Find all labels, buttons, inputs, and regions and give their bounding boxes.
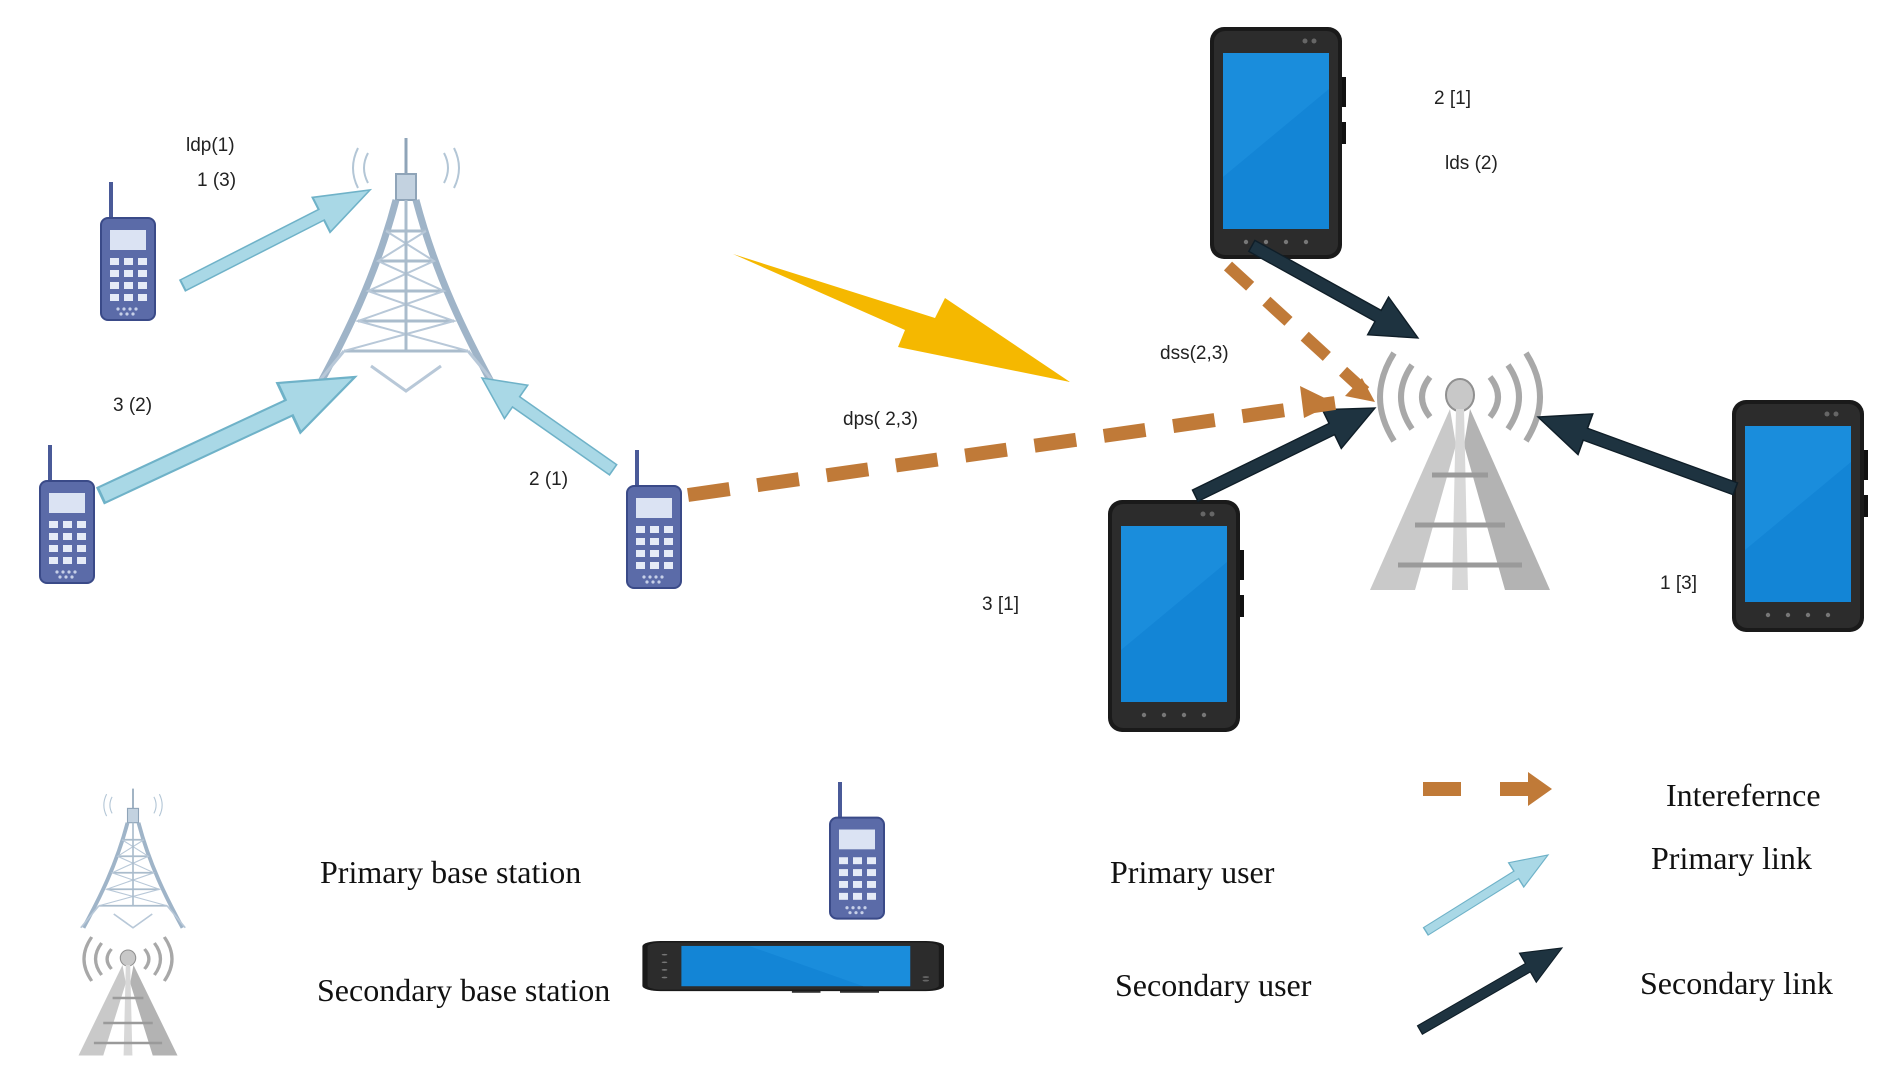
legend-primary-base-station-icon [78, 786, 188, 930]
primary-user-2-handset-icon [625, 448, 683, 590]
label-lds2: lds (2) [1445, 153, 1498, 174]
secondary-user-1-smartphone-icon [1732, 400, 1868, 632]
secondary-user-3-smartphone-icon [1108, 500, 1244, 732]
legend-primary-user-label: Primary user [1110, 854, 1275, 890]
primary-user-1-handset-icon [99, 180, 157, 322]
legend-interference-arrow-icon [1500, 772, 1552, 806]
legend-secondary-base-station-icon [76, 935, 180, 1058]
secondary-link-arrow-3 [1185, 387, 1386, 516]
label-primary-2-1: 2 (1) [529, 469, 568, 490]
interference-dps-arrowhead [1300, 386, 1335, 418]
legend-primary-link-arrow-icon [1417, 842, 1557, 945]
legend-secondary-base-station-label: Secondary base station [317, 972, 610, 1008]
label-secondary-1-3: 1 [3] [1660, 573, 1697, 594]
label-primary-1-3: 1 (3) [197, 170, 236, 191]
legend-primary-base-station-label: Primary base station [320, 854, 581, 890]
primary-link-arrow-1 [173, 171, 380, 304]
label-ldp1: ldp(1) [186, 135, 235, 156]
primary-link-arrow-2 [469, 360, 626, 488]
interference-dss-arrowhead [1345, 378, 1375, 402]
label-secondary-2-1: 2 [1] [1434, 88, 1471, 109]
legend-primary-user-icon [828, 780, 886, 921]
primary-user-3-handset-icon [38, 443, 96, 585]
legend-secondary-user-icon [642, 941, 944, 993]
legend-secondary-link-label: Secondary link [1640, 965, 1833, 1001]
secondary-link-arrow-1 [1529, 395, 1744, 510]
legend-interference-label: Interefernce [1666, 777, 1821, 813]
legend: Primary base station Secondary base stat… [76, 772, 1833, 1058]
legend-primary-link-label: Primary link [1651, 840, 1812, 876]
secondary-user-2-smartphone-icon [1210, 27, 1346, 259]
label-secondary-3-1: 3 [1] [982, 594, 1019, 615]
interference-dss-line [1223, 261, 1375, 401]
secondary-base-station-tower-icon [1370, 353, 1550, 590]
legend-interference-dash [1423, 782, 1461, 796]
primary-base-station-tower-icon [311, 138, 501, 391]
interference-dps-line [687, 396, 1336, 502]
legend-secondary-link-arrow-icon [1410, 932, 1571, 1046]
legend-secondary-user-label: Secondary user [1115, 967, 1312, 1003]
label-dss: dss(2,3) [1160, 343, 1229, 364]
lightning-icon [733, 254, 1070, 382]
label-primary-3-2: 3 (2) [113, 395, 152, 416]
label-dps: dps( 2,3) [843, 409, 918, 430]
